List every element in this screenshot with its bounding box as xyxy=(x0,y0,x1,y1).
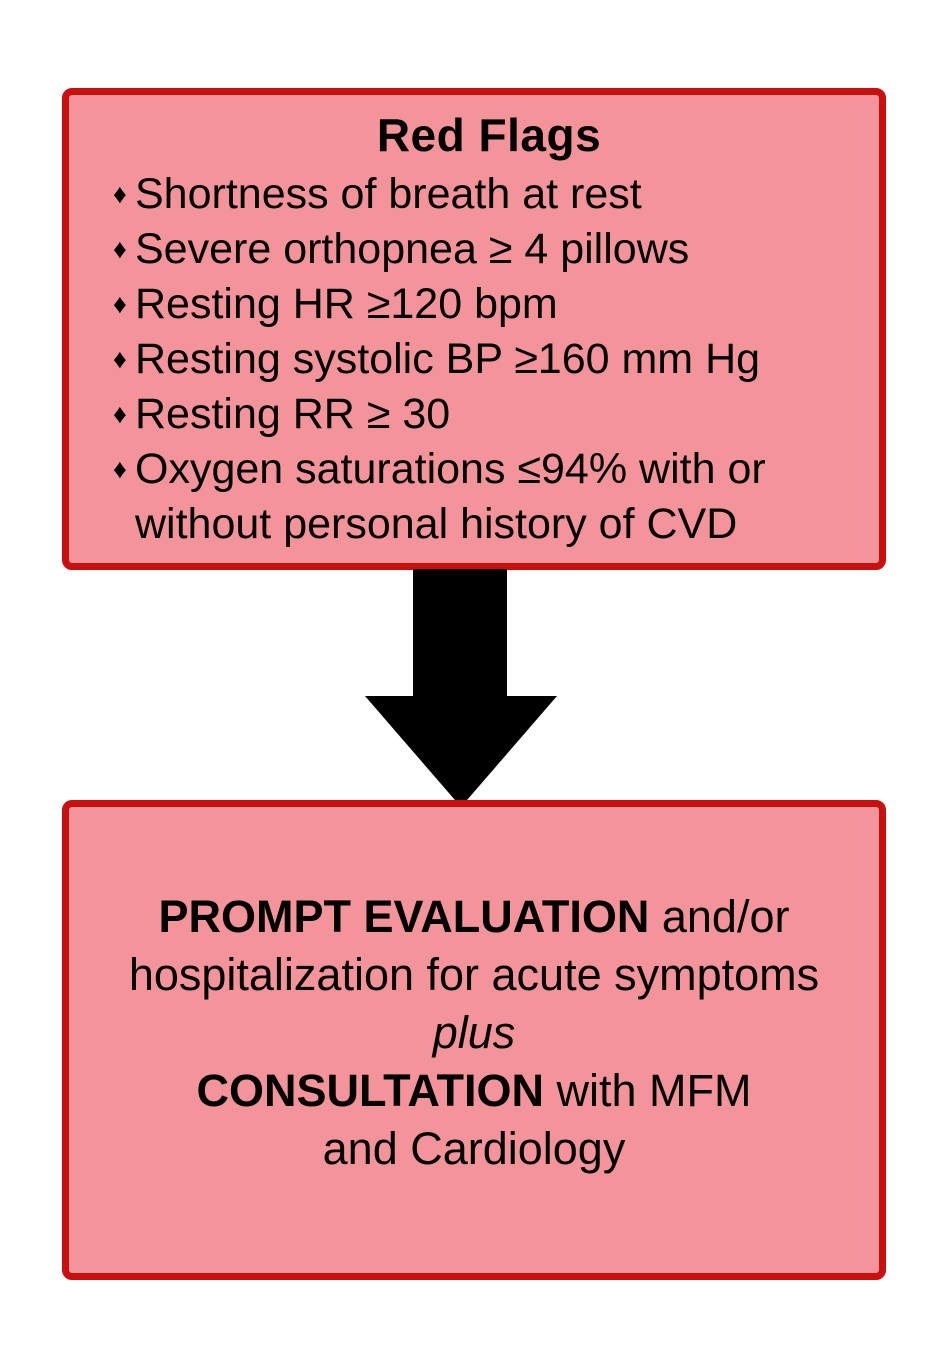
action-line: and Cardiology xyxy=(322,1123,626,1174)
red-flags-box: Red Flags ♦ Shortness of breath at rest … xyxy=(62,88,886,570)
action-line-bold: CONSULTATION xyxy=(196,1065,544,1116)
list-item: ♦ Resting systolic BP ≥160 mm Hg xyxy=(113,332,865,387)
action-line-rest: and/or xyxy=(649,891,790,942)
red-flags-title: Red Flags xyxy=(376,109,602,161)
action-line-rest: with MFM xyxy=(543,1065,752,1116)
down-arrow-icon xyxy=(365,569,557,807)
list-item: ♦ Oxygen saturations ≤94% with or withou… xyxy=(113,442,865,552)
red-flags-list: ♦ Shortness of breath at rest ♦ Severe o… xyxy=(113,167,865,552)
bullet-text: Oxygen saturations ≤94% with or without … xyxy=(135,445,766,548)
bullet-text: Resting HR ≥120 bpm xyxy=(135,280,558,328)
action-line: hospitalization for acute symptoms xyxy=(128,949,820,1000)
bullet-text: Severe orthopnea ≥ 4 pillows xyxy=(135,225,690,273)
bullet-text: Shortness of breath at rest xyxy=(135,170,642,218)
action-line: PROMPT EVALUATION and/or xyxy=(79,888,869,946)
diamond-bullet-icon: ♦ xyxy=(113,234,127,264)
diamond-bullet-icon: ♦ xyxy=(113,454,127,484)
prompt-evaluation-box: PROMPT EVALUATION and/or hospitalization… xyxy=(62,800,886,1280)
plus-connector: plus xyxy=(432,1007,516,1058)
action-line-bold: PROMPT EVALUATION xyxy=(158,891,650,942)
list-item: ♦ Shortness of breath at rest xyxy=(113,167,865,222)
list-item: ♦ Resting HR ≥120 bpm xyxy=(113,277,865,332)
diamond-bullet-icon: ♦ xyxy=(113,399,127,429)
diamond-bullet-icon: ♦ xyxy=(113,179,127,209)
list-item: ♦ Severe orthopnea ≥ 4 pillows xyxy=(113,222,865,277)
action-line: CONSULTATION with MFM xyxy=(79,1062,869,1120)
diamond-bullet-icon: ♦ xyxy=(113,344,127,374)
bullet-text: Resting RR ≥ 30 xyxy=(135,390,451,438)
diamond-bullet-icon: ♦ xyxy=(113,289,127,319)
bullet-text: Resting systolic BP ≥160 mm Hg xyxy=(135,335,761,383)
list-item: ♦ Resting RR ≥ 30 xyxy=(113,387,865,442)
